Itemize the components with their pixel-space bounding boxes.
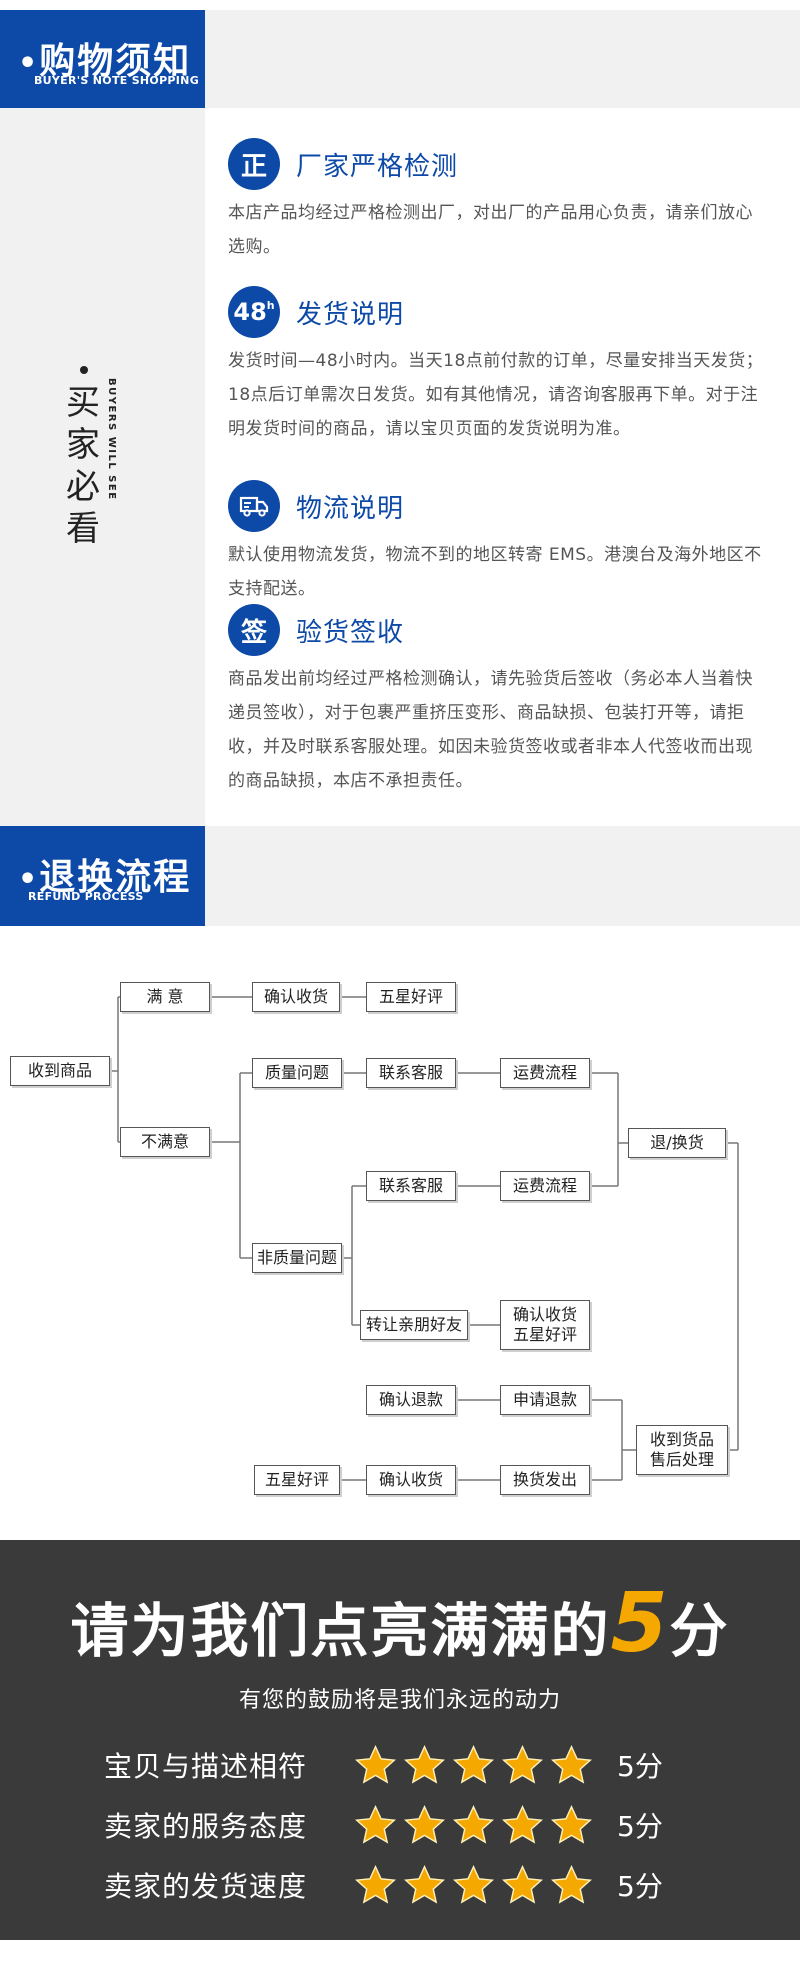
star-icon [452, 1864, 495, 1904]
star-icon [452, 1744, 495, 1784]
star-icon [354, 1864, 397, 1904]
item-body: 本店产品均经过严格检测出厂，对出厂的产品用心负责，请亲们放心选购。 [228, 203, 753, 257]
truck-icon [228, 480, 280, 532]
rating-subtitle: 有您的鼓励将是我们永远的动力 [238, 1688, 561, 1713]
qian-badge-icon: 签 [228, 604, 280, 656]
notice-item-logistics: 物流说明 默认使用物流发货，物流不到的地区转寄 EMS。港澳台及海外地区不支持配… [228, 478, 768, 606]
star-icon [501, 1864, 544, 1904]
item-body: 发货时间—48小时内。当天18点前付款的订单，尽量安排当天发货；18点后订单需次… [228, 351, 764, 439]
section-title: •退换流程 [18, 857, 192, 898]
rating-row: 宝贝与描述相符 5分 [104, 1740, 704, 1790]
side-subtitle: BUYERS WILL SEE [106, 378, 117, 501]
node-freight-process: 运费流程 [500, 1058, 590, 1088]
section-header-refund-process: •退换流程 REFUND PROCESS [0, 826, 800, 926]
node-refund-exchange: 退/换货 [628, 1128, 726, 1158]
notice-item-inspection: 正 厂家严格检测 本店产品均经过严格检测出厂，对出厂的产品用心负责，请亲们放心选… [228, 136, 768, 264]
node-five-star: 五星好评 [366, 982, 456, 1012]
rating-score: 5分 [617, 1810, 663, 1843]
star-rating [354, 1744, 593, 1787]
item-title: 验货签收 [296, 617, 405, 648]
shopping-notice-section: 买家必看 BUYERS WILL SEE 正 厂家严格检测 本店产品均经过严格检… [0, 108, 800, 826]
rating-score: 5分 [617, 1750, 663, 1783]
node-confirm-receipt-2: 确认收货 [366, 1465, 456, 1495]
star-icon [550, 1864, 593, 1904]
node-confirm-receipt: 确认收货 [252, 982, 340, 1012]
item-title: 厂家严格检测 [296, 151, 459, 182]
section-title: •购物须知 [18, 41, 192, 82]
bullet-dot [80, 366, 88, 374]
section-header-shopping-notice: •购物须知 BUYER'S NOTE SHOPPING [0, 10, 800, 110]
item-title: 物流说明 [296, 493, 405, 524]
rating-row: 卖家的发货速度 5分 [104, 1860, 704, 1910]
node-ship-exchange: 换货发出 [500, 1465, 590, 1495]
section-subtitle: REFUND PROCESS [28, 890, 144, 903]
section-header-tab: •购物须知 BUYER'S NOTE SHOPPING [0, 10, 205, 110]
star-icon [501, 1804, 544, 1844]
side-panel: 买家必看 BUYERS WILL SEE [0, 108, 205, 826]
star-icon [403, 1744, 446, 1784]
node-satisfied: 满 意 [120, 982, 210, 1012]
node-transfer-friends: 转让亲朋好友 [360, 1310, 468, 1340]
zheng-badge-icon: 正 [228, 138, 280, 190]
star-icon [452, 1804, 495, 1844]
side-title: 买家必看 [66, 383, 100, 549]
star-rating [354, 1864, 593, 1907]
notice-item-signing: 签 验货签收 商品发出前均经过严格检测确认，请先验货后签收（务必本人当着快递员签… [228, 602, 768, 798]
star-icon [403, 1864, 446, 1904]
section-header-tab: •退换流程 REFUND PROCESS [0, 826, 205, 926]
item-body: 默认使用物流发货，物流不到的地区转寄 EMS。港澳台及海外地区不支持配送。 [228, 545, 762, 599]
section-subtitle: BUYER'S NOTE SHOPPING [34, 74, 200, 87]
node-five-star-2: 五星好评 [254, 1465, 340, 1495]
node-after-sales: 收到货品售后处理 [636, 1425, 728, 1475]
node-contact-service: 联系客服 [366, 1058, 456, 1088]
node-quality-issue: 质量问题 [252, 1058, 342, 1088]
node-apply-refund: 申请退款 [500, 1385, 590, 1415]
star-icon [501, 1744, 544, 1784]
rating-label: 宝贝与描述相符 [104, 1750, 308, 1783]
node-non-quality-issue: 非质量问题 [252, 1243, 342, 1273]
star-icon [550, 1804, 593, 1844]
node-confirm-and-rate: 确认收货五星好评 [500, 1300, 590, 1350]
rating-section: 请为我们点亮满满的5分 有您的鼓励将是我们永远的动力 宝贝与描述相符 5分 卖家… [0, 1540, 800, 1940]
rating-label: 卖家的服务态度 [104, 1810, 308, 1843]
refund-flowchart: 收到商品 满 意 确认收货 五星好评 不满意 质量问题 联系客服 运费流程 退/… [0, 930, 800, 1510]
flowchart-connectors [110, 996, 739, 1481]
star-rating [354, 1804, 593, 1847]
star-icon [354, 1804, 397, 1844]
star-icon [550, 1744, 593, 1784]
node-confirm-refund: 确认退款 [366, 1385, 456, 1415]
star-icon [403, 1804, 446, 1844]
rating-score: 5分 [617, 1870, 663, 1903]
rating-headline: 请为我们点亮满满的5分 [70, 1576, 730, 1671]
node-contact-service-2: 联系客服 [366, 1171, 456, 1201]
node-unsatisfied: 不满意 [120, 1127, 210, 1157]
rating-label: 卖家的发货速度 [104, 1870, 308, 1903]
node-freight-process-2: 运费流程 [500, 1171, 590, 1201]
item-body: 商品发出前均经过严格检测确认，请先验货后签收（务必本人当着快递员签收），对于包裹… [228, 669, 753, 791]
item-title: 发货说明 [296, 299, 405, 330]
star-icon [354, 1744, 397, 1784]
rating-row: 卖家的服务态度 5分 [104, 1800, 704, 1850]
node-receive: 收到商品 [10, 1056, 110, 1086]
